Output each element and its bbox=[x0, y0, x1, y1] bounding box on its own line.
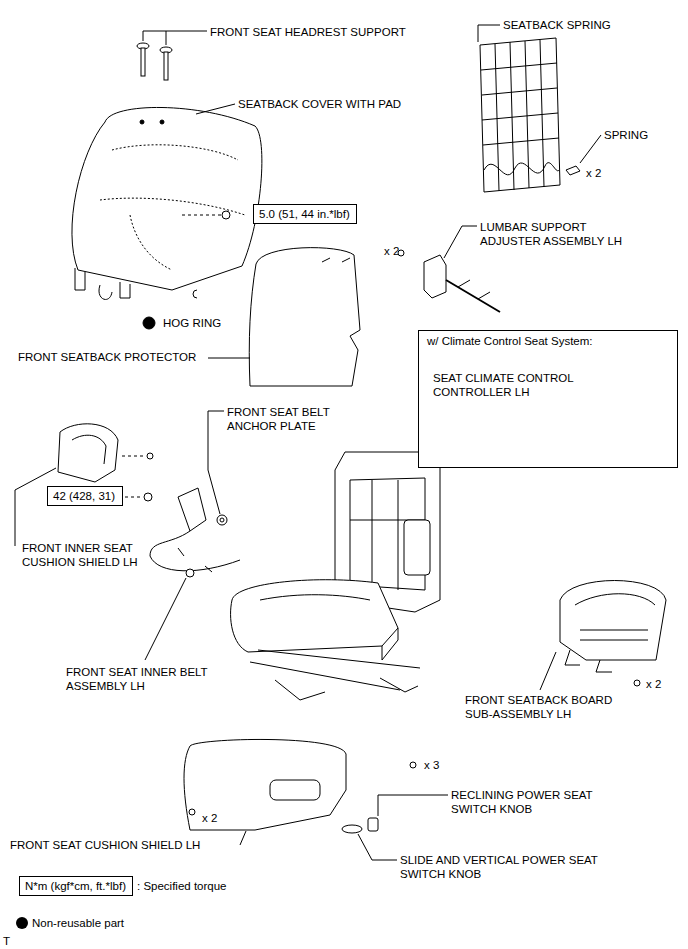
leader-line bbox=[208, 358, 250, 359]
anchor-plate bbox=[217, 515, 227, 525]
leader-line bbox=[143, 31, 207, 45]
headrest-support bbox=[137, 43, 172, 80]
part-label: FRONT SEAT CUSHION SHIELD LH bbox=[10, 838, 200, 852]
belt-cable bbox=[150, 531, 240, 572]
part-label: FRONT SEAT INNER BELT ASSEMBLY LH bbox=[66, 665, 232, 693]
part-label: FRONT SEAT HEADREST SUPPORT bbox=[210, 25, 406, 39]
seatback-protector bbox=[249, 248, 360, 386]
non-reusable-mark bbox=[143, 317, 155, 329]
leader-line bbox=[540, 652, 556, 690]
part-label: SLIDE AND VERTICAL POWER SEAT SWITCH KNO… bbox=[400, 853, 632, 881]
quantity-mark: x 2 bbox=[586, 166, 601, 180]
leader-line bbox=[358, 834, 397, 860]
quantity-mark: x 2 bbox=[646, 677, 661, 691]
leader-line bbox=[580, 135, 601, 163]
spring bbox=[566, 166, 580, 175]
seatback-cover bbox=[72, 107, 262, 299]
node-text: SEAT CLIMATE CONTROL CONTROLLER LH bbox=[433, 371, 593, 399]
node-text: N*m (kgf*cm, ft.*lbf) bbox=[25, 879, 127, 893]
leader-line bbox=[182, 215, 222, 216]
hog-ring bbox=[193, 290, 197, 298]
part-label: SEATBACK COVER WITH PAD bbox=[238, 97, 401, 111]
seatback-board bbox=[560, 581, 666, 661]
leader-line bbox=[208, 411, 224, 514]
cushion-shield bbox=[184, 739, 346, 830]
part-label: HOG RING bbox=[163, 316, 221, 330]
slide-knob bbox=[342, 825, 362, 833]
legend-text: Non-reusable part bbox=[32, 916, 124, 930]
seat-assembly bbox=[231, 452, 440, 700]
leader-line bbox=[444, 226, 477, 258]
leader-line bbox=[15, 468, 56, 546]
lumbar-adjuster bbox=[398, 250, 500, 312]
node-text: 42 (428, 31) bbox=[53, 489, 117, 503]
leader-line bbox=[145, 578, 186, 660]
part-label: RECLINING POWER SEAT SWITCH KNOB bbox=[451, 788, 623, 816]
torque-box: 5.0 (51, 44 in.*lbf) bbox=[253, 204, 357, 224]
reclining-knob bbox=[368, 818, 378, 831]
belt-buckle bbox=[178, 488, 206, 531]
bolt bbox=[222, 211, 230, 219]
part-label: T bbox=[3, 934, 10, 948]
legend-sample-box: N*m (kgf*cm, ft.*lbf) bbox=[19, 876, 133, 896]
torque-box: 42 (428, 31) bbox=[47, 486, 123, 506]
screw bbox=[634, 680, 640, 686]
part-label: LUMBAR SUPPORT ADJUSTER ASSEMBLY LH bbox=[480, 220, 638, 248]
screw bbox=[410, 762, 416, 768]
part-label: SEATBACK SPRING bbox=[503, 18, 611, 32]
screw bbox=[147, 453, 153, 459]
quantity-mark: x 2 bbox=[202, 811, 217, 825]
leader-line bbox=[196, 104, 235, 114]
part-label: FRONT SEAT BELT ANCHOR PLATE bbox=[227, 405, 355, 433]
leader-line bbox=[478, 25, 500, 42]
node-text: w/ Climate Control Seat System: bbox=[427, 334, 669, 348]
connector bbox=[186, 569, 194, 577]
legend-swatch bbox=[16, 917, 28, 929]
quantity-mark: x 3 bbox=[424, 758, 439, 772]
quantity-mark: x 2 bbox=[384, 244, 399, 258]
seatback-spring bbox=[480, 38, 560, 192]
inner-shield bbox=[58, 424, 118, 482]
leader-line bbox=[378, 795, 448, 816]
part-label: FRONT SEATBACK BOARD SUB-ASSEMBLY LH bbox=[465, 693, 631, 721]
node-text: 5.0 (51, 44 in.*lbf) bbox=[259, 207, 351, 221]
variant-panel: w/ Climate Control Seat System: SEAT CLIM… bbox=[418, 330, 678, 468]
screw bbox=[189, 809, 195, 815]
part-label: FRONT SEATBACK PROTECTOR bbox=[18, 350, 196, 364]
legend-text: : Specified torque bbox=[137, 879, 227, 893]
bolt bbox=[144, 493, 152, 501]
leader-line bbox=[240, 831, 246, 845]
part-label: SPRING bbox=[604, 128, 648, 142]
part-label: FRONT INNER SEAT CUSHION SHIELD LH bbox=[22, 541, 160, 569]
